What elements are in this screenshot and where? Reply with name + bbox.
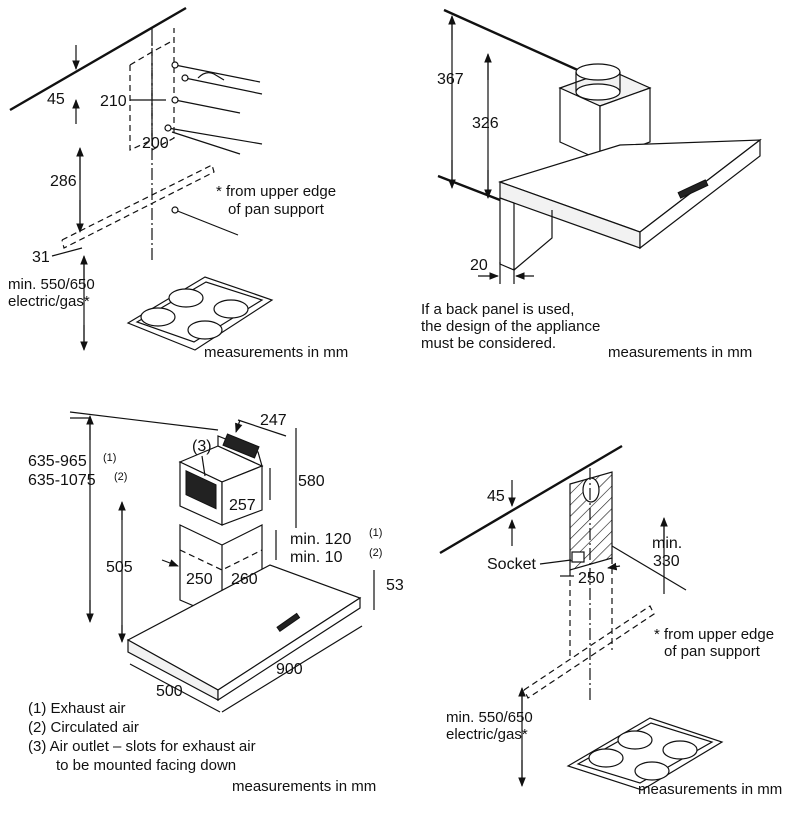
- screws-and-plugs: [164, 61, 263, 236]
- upper-chimney: [178, 433, 264, 526]
- dim-580: 580: [298, 473, 325, 490]
- hood-chimney-block: [558, 63, 652, 161]
- cable-outlet: [582, 477, 600, 503]
- dim-900: 900: [276, 661, 303, 678]
- callout-3: (3): [192, 438, 212, 455]
- air-outlet-slots: [185, 470, 217, 510]
- min-330-label: min.: [652, 535, 682, 552]
- canopy: [126, 564, 362, 702]
- dim-53: 53: [386, 577, 404, 594]
- min-10: min. 10: [290, 549, 343, 566]
- back-panel: [499, 197, 515, 271]
- min-330-value: 330: [653, 553, 680, 570]
- legend-air-outlet-cont: to be mounted facing down: [56, 757, 236, 774]
- dim-367: 367: [437, 71, 464, 88]
- note-back-panel-1: If a back panel is used,: [421, 301, 574, 318]
- control-panel: [276, 612, 301, 633]
- min-distance-line2: electric/gas*: [8, 293, 90, 310]
- measurements-label-tl: measurements in mm: [204, 344, 348, 361]
- dim-500: 500: [156, 683, 183, 700]
- min-10-ref: (2): [369, 547, 382, 559]
- dim-31: 31: [32, 249, 50, 266]
- min-120: min. 120: [290, 531, 351, 548]
- dim-326: 326: [472, 115, 499, 132]
- min-distance-line1: min. 550/650: [446, 709, 533, 726]
- panel-bottom-right-socket: 45 Socket 250 min. 330 * from upper edge…: [439, 444, 782, 798]
- legend-circulated-air: (2) Circulated air: [28, 719, 139, 736]
- panel-top-right-side-view: 367 326 20 If a back pa: [421, 8, 762, 361]
- legend-air-outlet: (3) Air outlet – slots for exhaust air: [28, 738, 256, 755]
- socket: [571, 551, 585, 563]
- dim-45: 45: [487, 488, 505, 505]
- hood-edge-outline: [61, 164, 215, 249]
- control-panel: [677, 179, 709, 199]
- hood-canopy: [498, 138, 762, 250]
- chimney-outline: [129, 60, 153, 151]
- cooktop: [566, 717, 724, 791]
- cooktop: [126, 276, 274, 351]
- note-back-panel-3: must be considered.: [421, 335, 556, 352]
- note-upper-edge: * from upper edge: [216, 183, 336, 200]
- ceiling-line: [9, 6, 187, 112]
- dim-250: 250: [578, 570, 605, 587]
- min-120-ref: (1): [369, 527, 382, 539]
- dim-45: 45: [47, 91, 65, 108]
- panel-bottom-left-dimensions: (3) 247 580 257 635-965 (1): [28, 411, 404, 795]
- panel-top-left-wall-mounting: 45 210 200 286: [8, 6, 348, 361]
- measurements-label-bl: measurements in mm: [232, 778, 376, 795]
- range-circulated-ref: (2): [114, 471, 127, 483]
- legend-exhaust-air: (1) Exhaust air: [28, 700, 126, 717]
- dim-20: 20: [470, 257, 488, 274]
- dim-250: 250: [186, 571, 213, 588]
- measurements-label-tr: measurements in mm: [608, 344, 752, 361]
- ceiling-line: [439, 444, 623, 555]
- dim-247: 247: [260, 412, 287, 429]
- range-exhaust-ref: (1): [103, 452, 116, 464]
- dim-210: 210: [100, 93, 127, 110]
- measurements-label-br: measurements in mm: [638, 781, 782, 798]
- dim-200: 200: [142, 135, 169, 152]
- note-pan-support: of pan support: [664, 643, 761, 660]
- note-back-panel-2: the design of the appliance: [421, 318, 600, 335]
- min-distance-line2: electric/gas*: [446, 726, 528, 743]
- mounting-bracket: [197, 72, 225, 81]
- min-distance-line1: min. 550/650: [8, 276, 95, 293]
- range-circulated: 635-1075: [28, 472, 96, 489]
- wall-line: [437, 174, 501, 202]
- note-pan-support: of pan support: [228, 201, 325, 218]
- dim-260: 260: [231, 571, 258, 588]
- note-upper-edge: * from upper edge: [654, 626, 774, 643]
- dim-505: 505: [106, 559, 133, 576]
- socket-label: Socket: [487, 556, 536, 573]
- dim-257: 257: [229, 497, 256, 514]
- dim-286: 286: [50, 173, 77, 190]
- range-exhaust: 635-965: [28, 453, 87, 470]
- hood-edge-outline: [523, 605, 655, 699]
